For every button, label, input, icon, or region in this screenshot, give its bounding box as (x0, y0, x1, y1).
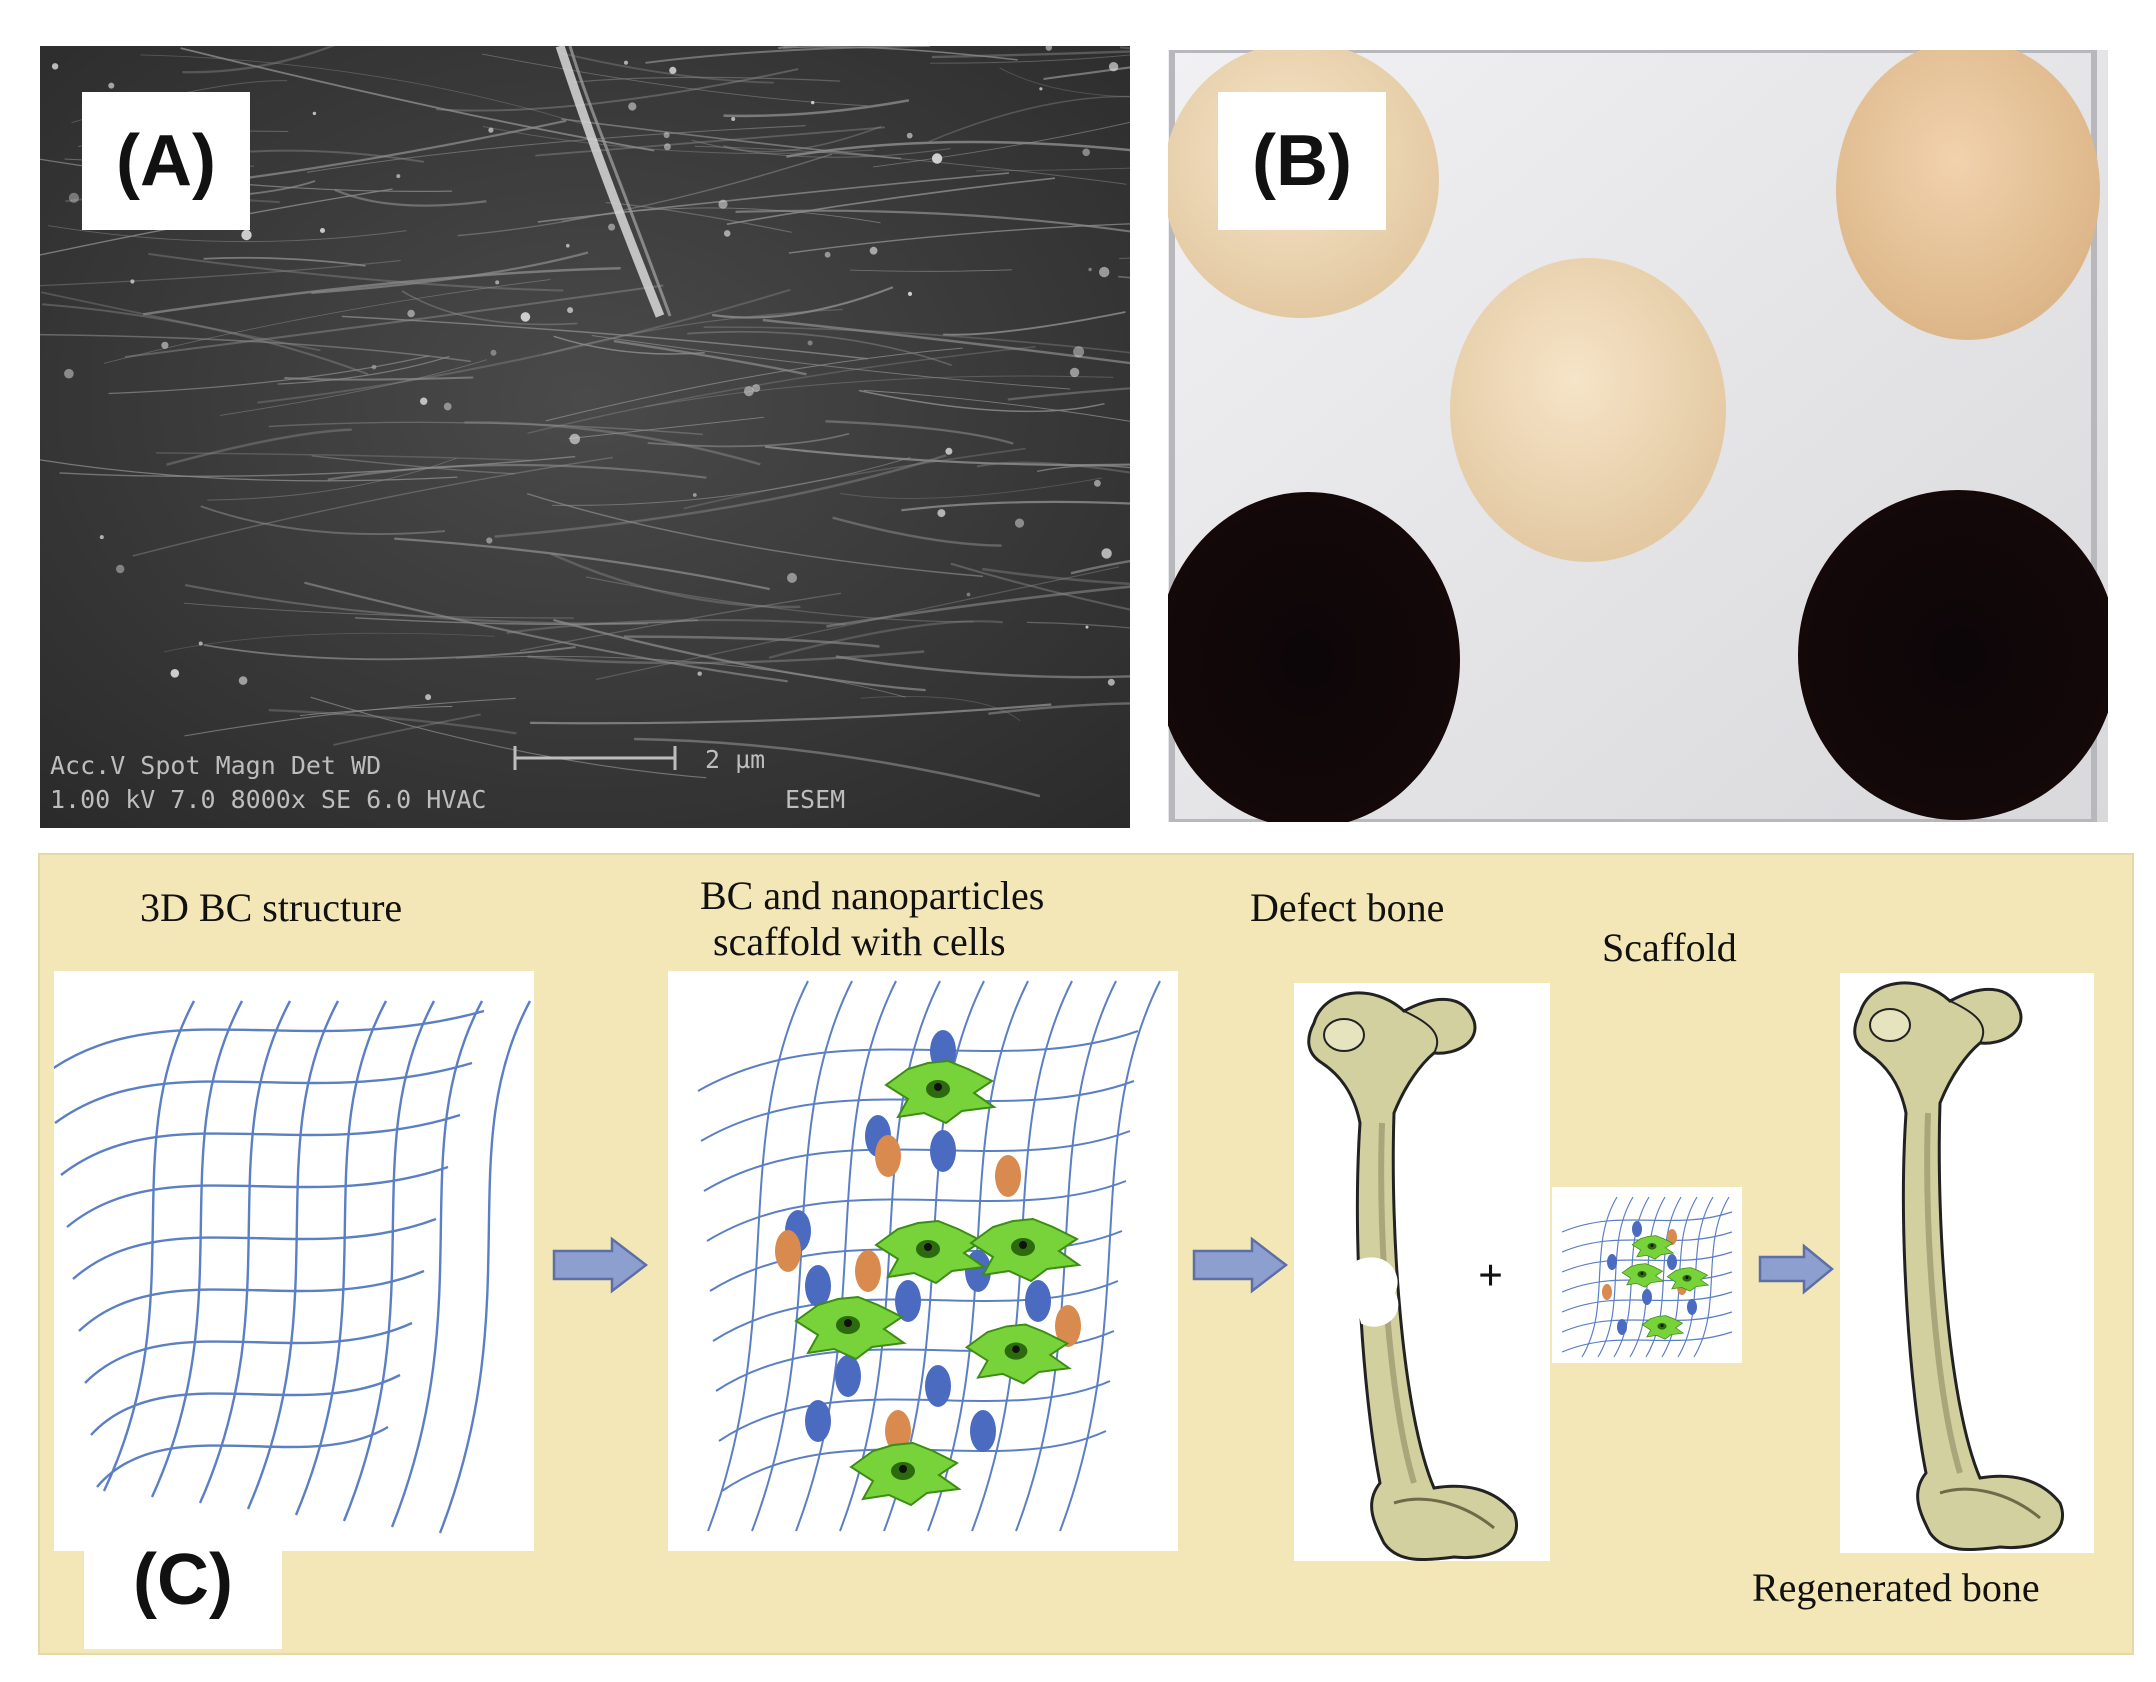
dark-composite-disc-right (1798, 490, 2108, 820)
defect-femur-illustration (1307, 991, 1518, 1561)
arrow-1-icon (552, 1236, 649, 1294)
dark-composite-disc (1168, 492, 1460, 822)
nanoparticle (855, 1250, 881, 1292)
bone-defect (1352, 1257, 1399, 1327)
sem-large-fiber (555, 46, 665, 318)
sem-micrograph: Acc.V Spot Magn Det WD 1.00 kV 7.0 8000x… (40, 46, 1130, 828)
nanoparticle (835, 1355, 861, 1397)
plus-sign: + (1478, 1251, 1504, 1300)
scale-bar-label: 2 µm (705, 745, 765, 774)
arrow-3-icon (1758, 1243, 1834, 1295)
nanoparticle (930, 1130, 956, 1172)
regenerated-femur-illustration (1853, 981, 2064, 1552)
sem-mode-label: ESEM (785, 785, 845, 814)
nanoparticle (885, 1410, 911, 1452)
tan-bc-disc (1836, 50, 2100, 340)
arrow-2-icon (1192, 1236, 1289, 1294)
nanoparticle (1025, 1280, 1051, 1322)
cell-icon (964, 1323, 1072, 1385)
cell-icon (1631, 1235, 1675, 1260)
cell-icon (849, 1441, 962, 1507)
cell-icon (1641, 1315, 1685, 1340)
sample-discs-photo (1168, 50, 2108, 822)
sem-info-bar: Acc.V Spot Magn Det WD 1.00 kV 7.0 8000x… (50, 745, 845, 814)
cell-icon (1666, 1267, 1710, 1292)
nanoparticle (995, 1155, 1021, 1197)
nanoparticle (895, 1280, 921, 1322)
cell-icon (1621, 1263, 1665, 1288)
bc-fiber-mesh (54, 1000, 532, 1534)
sem-value-row: 1.00 kV 7.0 8000x SE 6.0 HVAC (50, 785, 487, 814)
scaffold-with-cells-illustration (697, 980, 1161, 1532)
nanoparticle (970, 1410, 996, 1452)
panel-b-label: (B) (1218, 92, 1386, 230)
panel-b-sample-photo: (B) (1168, 50, 2108, 822)
panel-a-sem-image: Acc.V Spot Magn Det WD 1.00 kV 7.0 8000x… (40, 46, 1130, 828)
nanoparticle (875, 1135, 901, 1177)
nanoparticle (925, 1365, 951, 1407)
label-regenerated-bone: Regenerated bone (1752, 1565, 2040, 1610)
cell-icon (884, 1059, 997, 1125)
cell-icon (969, 1217, 1082, 1283)
sem-header-row: Acc.V Spot Magn Det WD (50, 751, 381, 780)
small-scaffold-illustration (1561, 1196, 1733, 1358)
bc-structure-box (54, 971, 534, 1551)
panel-c-schematic: 3D BC structure BC and nanoparticles sca… (38, 853, 2134, 1655)
nanoparticle (805, 1265, 831, 1307)
small-scaffold-box (1552, 1187, 1742, 1363)
panel-a-label: (A) (82, 92, 250, 230)
nanoparticle (775, 1230, 801, 1272)
defect-bone-box (1294, 983, 1550, 1561)
panel-c-label: (C) (84, 1511, 282, 1649)
cell-icon (874, 1219, 987, 1285)
cell-icon (794, 1295, 907, 1361)
regenerated-bone-box (1840, 973, 2094, 1553)
label-bc-nanoparticles: BC and nanoparticles (700, 873, 1045, 918)
nanoparticle (805, 1400, 831, 1442)
nanoparticle (1055, 1305, 1081, 1347)
scaffold-cells-box (668, 971, 1178, 1551)
label-3d-bc-structure: 3D BC structure (140, 885, 403, 930)
label-defect-bone: Defect bone (1250, 885, 1445, 930)
label-scaffold-with-cells: scaffold with cells (713, 919, 1006, 964)
center-bc-disc (1450, 258, 1726, 562)
label-scaffold: Scaffold (1602, 925, 1737, 970)
